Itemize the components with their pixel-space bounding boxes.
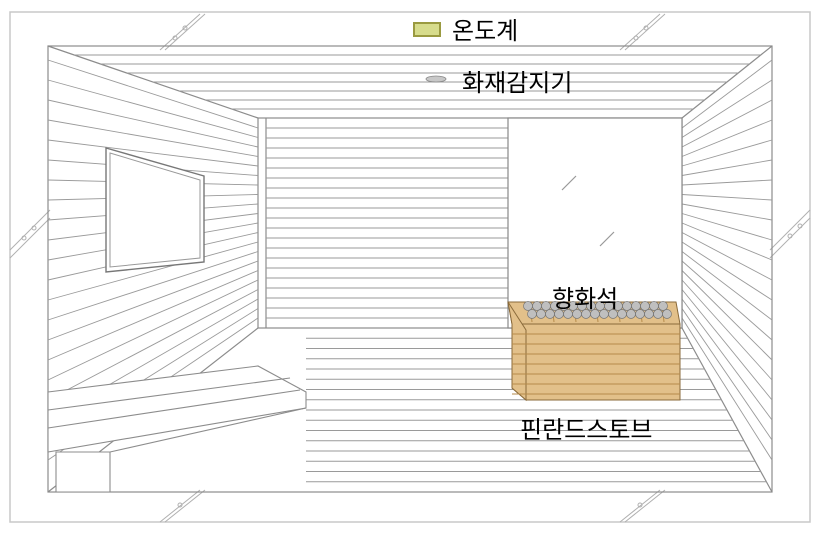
- finnish-stove-label: 핀란드스토브: [520, 416, 653, 444]
- glass-door: [507, 117, 683, 329]
- stone: [532, 301, 542, 311]
- stone: [527, 309, 537, 319]
- bench: [47, 365, 307, 493]
- stone: [649, 301, 659, 311]
- stone: [523, 301, 533, 311]
- fire-detector-label: 화재감지기: [462, 69, 573, 97]
- thermometer-icon: [413, 22, 441, 37]
- stone: [662, 309, 672, 319]
- sauna-stones-label: 향화석: [552, 285, 619, 313]
- stone: [626, 309, 636, 319]
- stone: [622, 301, 632, 311]
- stone: [631, 301, 641, 311]
- thermometer-label: 온도계: [452, 17, 519, 45]
- stone: [541, 301, 551, 311]
- smoke-detector-icon: [425, 75, 447, 83]
- finnish-stove: [507, 301, 681, 402]
- stone: [635, 309, 645, 319]
- corner-ornaments: [9, 13, 811, 523]
- window: [105, 147, 205, 273]
- sauna-stones: [523, 301, 672, 319]
- stone: [640, 301, 650, 311]
- stone: [658, 301, 668, 311]
- stone: [536, 309, 546, 319]
- stone: [653, 309, 663, 319]
- stone: [644, 309, 654, 319]
- stone: [617, 309, 627, 319]
